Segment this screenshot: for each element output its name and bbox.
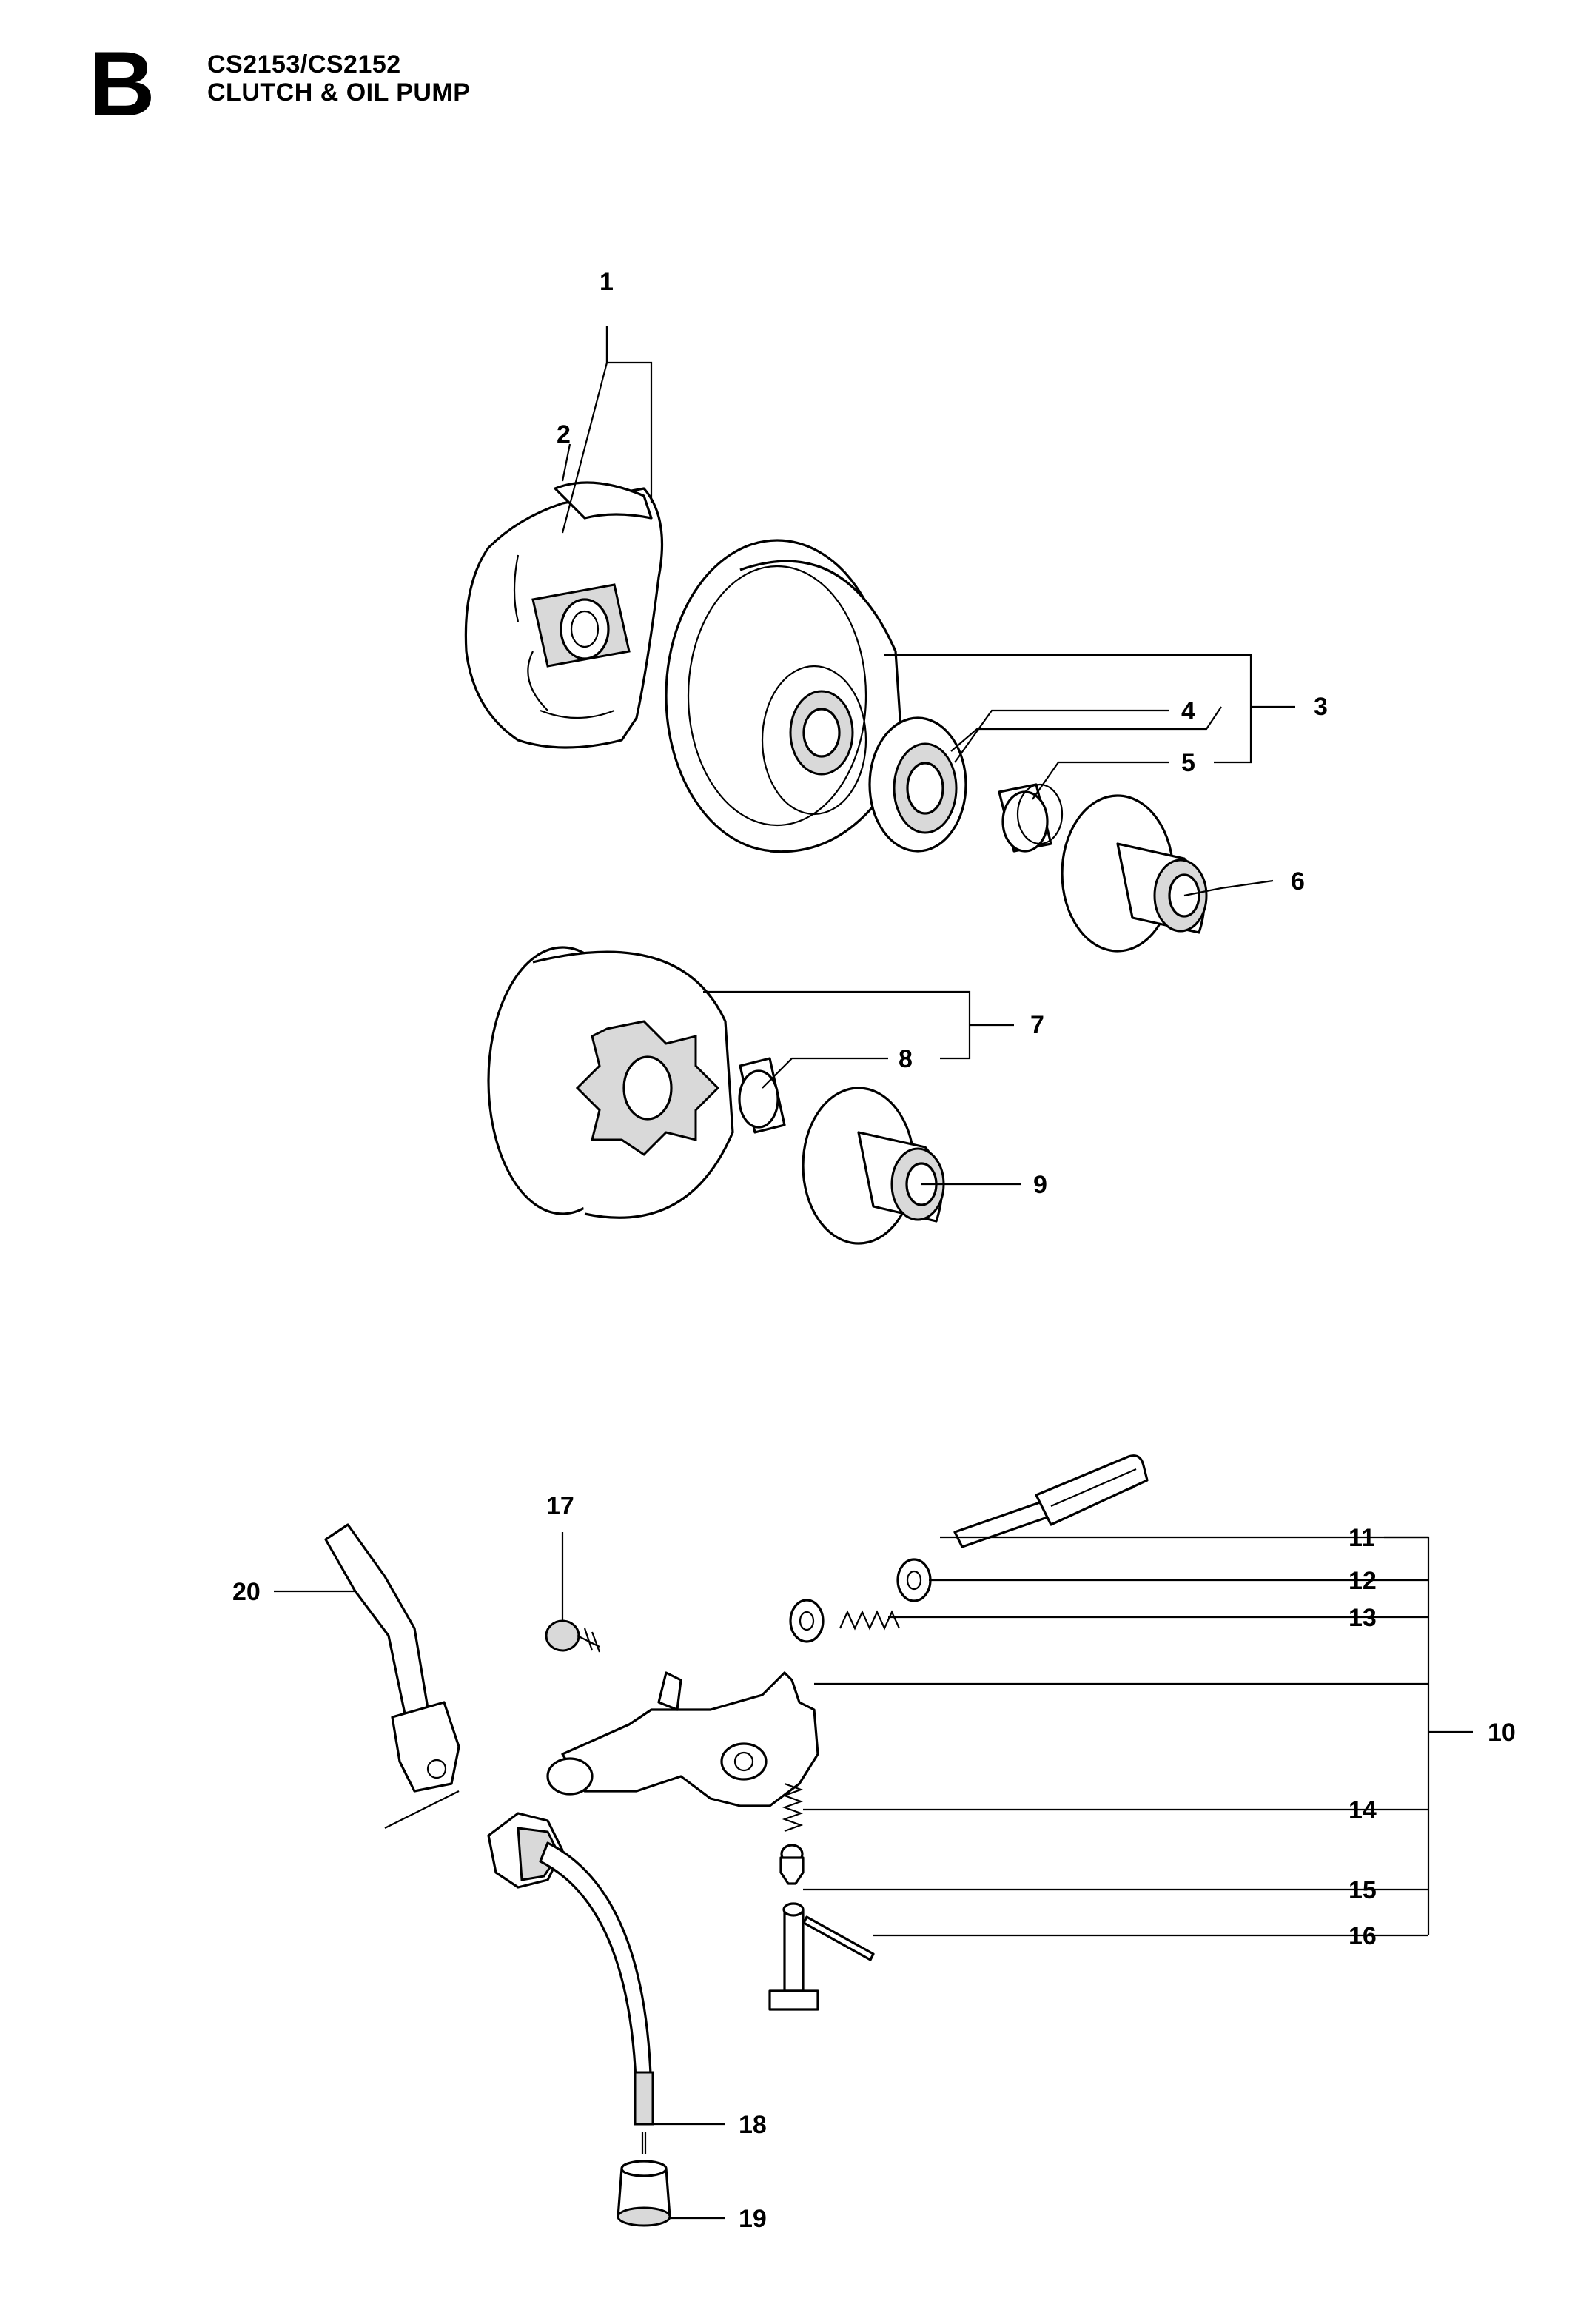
clutch-shoe-assembly[interactable]: [464, 481, 664, 749]
callout-19: 19: [739, 2205, 767, 2233]
callout-8: 8: [899, 1045, 913, 1073]
leader-lines: [274, 326, 1473, 2220]
pump-shaft[interactable]: [768, 1844, 819, 2011]
callout-11: 11: [1349, 1524, 1375, 1552]
callout-4: 4: [1181, 697, 1195, 725]
callout-1: 1: [600, 268, 614, 296]
callout-12: 12: [1349, 1567, 1377, 1595]
washer-bushing[interactable]: [1061, 794, 1208, 953]
needle-bearing[interactable]: [998, 783, 1064, 853]
callout-3: 3: [1314, 693, 1328, 721]
oil-pump-plunger[interactable]: [953, 1454, 1149, 1548]
callout-13: 13: [1349, 1604, 1377, 1632]
callout-17: 17: [546, 1492, 574, 1520]
oil-hose[interactable]: [487, 1812, 654, 2126]
section-letter: B: [89, 33, 155, 135]
oil-filter[interactable]: [617, 2132, 671, 2227]
callout-10: 10: [1488, 1719, 1516, 1747]
pin[interactable]: [802, 1915, 875, 1961]
clutch-drum[interactable]: [665, 539, 904, 853]
diagram-title: CLUTCH & OIL PUMP: [207, 78, 471, 107]
rim-sprocket[interactable]: [868, 716, 967, 853]
callout-6: 6: [1291, 867, 1305, 896]
callout-2: 2: [557, 420, 571, 449]
spring[interactable]: [839, 1610, 901, 1631]
callout-9: 9: [1033, 1171, 1047, 1199]
model-number: CS2153/CS2152: [207, 50, 401, 78]
washer-bushing-alt[interactable]: [802, 1087, 945, 1245]
callout-16: 16: [1349, 1922, 1377, 1950]
callout-7: 7: [1030, 1011, 1044, 1039]
page-header: B CS2153/CS2152 CLUTCH & OIL PUMP: [0, 0, 1575, 148]
callout-14: 14: [1349, 1796, 1377, 1824]
callout-20: 20: [232, 1578, 261, 1606]
callout-18: 18: [739, 2111, 767, 2139]
callout-15: 15: [1349, 1876, 1377, 1904]
oil-pick-up-lever[interactable]: [324, 1523, 460, 1829]
screw[interactable]: [545, 1619, 601, 1653]
needle-bearing-alt[interactable]: [738, 1057, 786, 1134]
clutch-drum-alt[interactable]: [487, 946, 734, 1219]
washer-small[interactable]: [789, 1599, 825, 1643]
washer[interactable]: [896, 1558, 932, 1602]
oil-pump-housing[interactable]: [546, 1671, 819, 1807]
callout-labels: 1 2 3 4 5 6 7 8 9 10 11 12 13 14 15 16 1…: [232, 268, 1516, 2233]
callout-5: 5: [1181, 749, 1195, 777]
spring-vertical[interactable]: [782, 1782, 804, 1833]
